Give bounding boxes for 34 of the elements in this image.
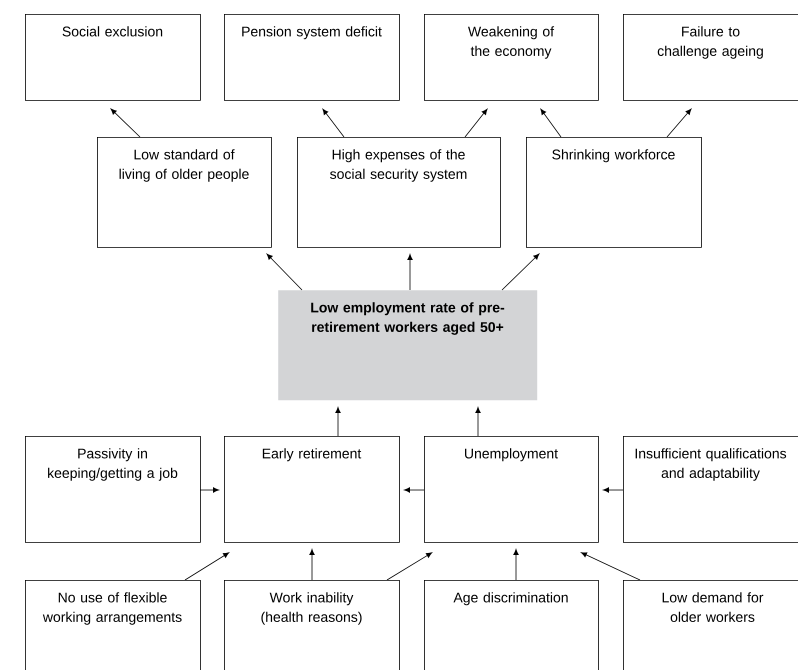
box: Age discrimination (424, 580, 599, 670)
box: Early retirement (224, 436, 400, 543)
box: Pension system deficit (224, 14, 400, 101)
arrow (404, 487, 424, 493)
box: Weakening of the economy (424, 14, 599, 101)
box: Unemployment (424, 436, 599, 543)
arrow (603, 487, 624, 493)
box: No use of flexible working arrangements (25, 580, 201, 670)
arrow (464, 108, 488, 138)
arrow (309, 549, 315, 580)
box: Social exclusion (25, 14, 201, 101)
arrow (475, 407, 481, 436)
arrow (335, 407, 341, 436)
box: Passivity in keeping/getting a job (25, 436, 201, 543)
arrow (407, 254, 413, 290)
arrow (540, 108, 562, 138)
arrow (200, 487, 219, 493)
arrow (322, 108, 344, 138)
arrow (666, 108, 692, 138)
highlighted-box: Low employment rate of pre-retirement workers aged 50+ (278, 290, 538, 400)
arrow (580, 552, 640, 580)
arrow (386, 552, 432, 580)
box: Insufficient qualifications and adaptability (623, 436, 798, 543)
arrow (266, 254, 302, 290)
box: Low standard of living of older people (97, 137, 272, 248)
arrow (513, 549, 519, 580)
box: Work inability (health reasons) (224, 580, 400, 670)
box: Low demand for older workers (623, 580, 798, 670)
arrow (184, 552, 230, 580)
arrow (502, 254, 540, 290)
box: High expenses of the social security system (297, 137, 501, 248)
box: Shrinking workforce (526, 137, 702, 248)
arrow (110, 108, 140, 138)
box: Failure to challenge ageing (623, 14, 798, 101)
